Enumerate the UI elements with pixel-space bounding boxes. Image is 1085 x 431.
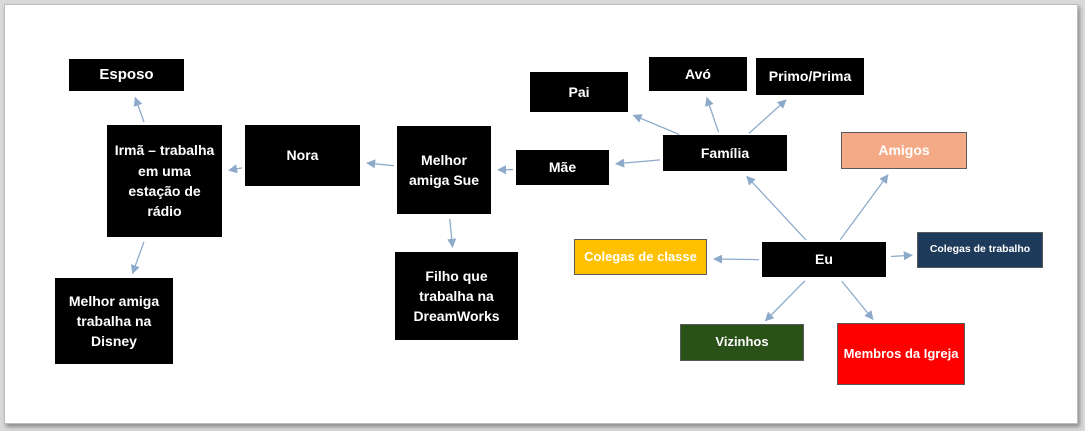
connector-eu-to-colegas_de_trabalho [890,251,913,261]
connector-eu-to-familia [746,175,807,241]
node-esposo: Esposo [69,59,184,91]
node-avo: Avó [649,57,747,91]
node-vizinhos: Vizinhos [680,324,804,361]
connector-layer [131,96,913,322]
connector-eu-to-vizinhos [764,280,806,322]
connector-nora-to-irma [228,164,243,174]
node-primo-prima: Primo/Prima [756,58,864,95]
node-nora: Nora [245,125,360,186]
node-familia: Família [663,135,787,171]
diagram-canvas: Esposo Irmã – trabalha em uma estação de… [4,4,1078,424]
node-colegas-de-trabalho: Colegas de trabalho [917,232,1043,268]
connector-familia-to-pai [632,114,680,136]
connector-irma-to-esposo [133,96,145,123]
connector-familia-to-mae [615,158,661,168]
node-filho: Filho que trabalha na DreamWorks [395,252,518,340]
node-irma: Irmã – trabalha em uma estação de rádio [107,125,222,237]
connector-melhor_amiga_sue-to-nora [366,159,395,169]
node-membros-da-igreja: Membros da Igreja [837,323,965,385]
node-melhor-amiga-sue: Melhor amiga Sue [397,126,491,214]
connector-melhor_amiga_sue-to-filho [447,218,457,248]
connector-eu-to-colegas_de_classe [713,254,760,264]
connector-familia-to-primo_prima [748,99,787,134]
node-eu: Eu [762,242,886,277]
connector-familia-to-avo [705,96,720,133]
node-colegas-de-classe: Colegas de classe [574,239,707,275]
node-amigos: Amigos [841,132,967,169]
node-pai: Pai [530,72,628,112]
connector-irma-to-melhor_amiga_disney [131,241,145,275]
node-mae: Mãe [516,150,609,185]
node-melhor-amiga-disney: Melhor amiga trabalha na Disney [55,278,173,364]
connector-eu-to-amigos [839,174,889,241]
connector-eu-to-membros_da_igreja [841,280,874,321]
